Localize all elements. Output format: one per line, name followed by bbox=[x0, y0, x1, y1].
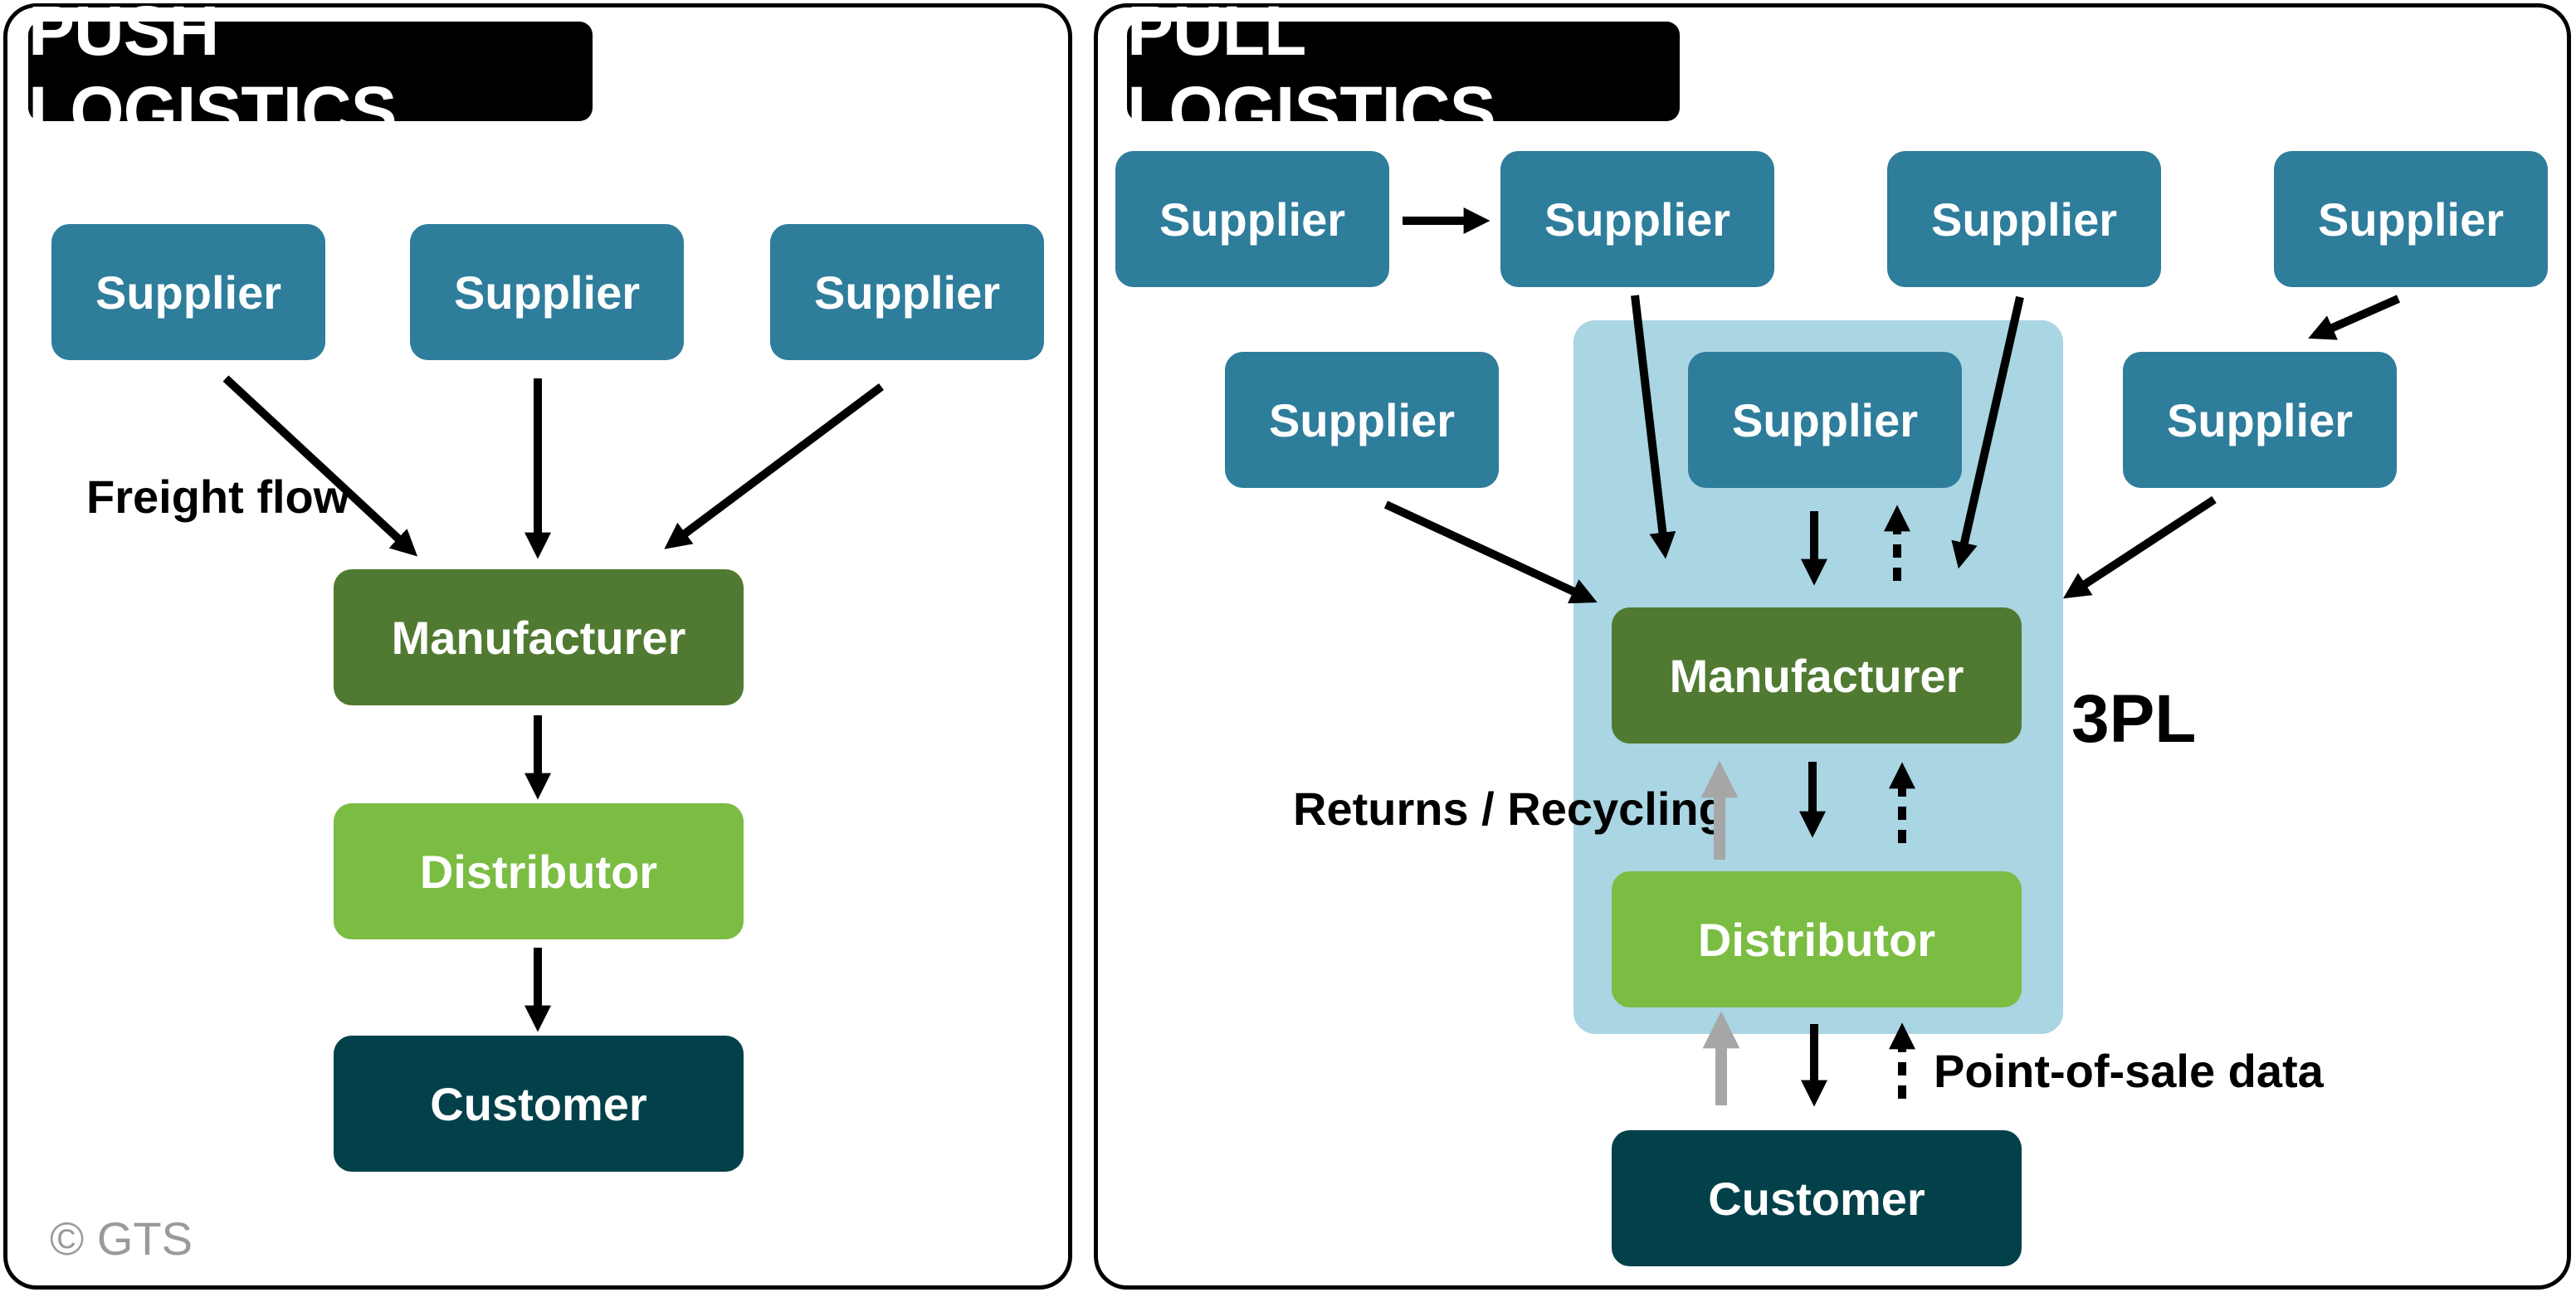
push-distributor: Distributor bbox=[334, 803, 744, 939]
push-arrow-supplier3-manufacturer bbox=[664, 383, 884, 549]
pull-arrow-supplier7-manufacturer bbox=[2062, 495, 2217, 599]
returns-recycling-label: Returns / Recycling bbox=[1293, 783, 1727, 835]
push-manufacturer: Manufacturer bbox=[334, 569, 744, 705]
pull-arrow-supplier4-supplier7 bbox=[2308, 295, 2401, 340]
pull-customer: Customer bbox=[1612, 1130, 2022, 1266]
point-of-sale-label: Point-of-sale data bbox=[1934, 1045, 2324, 1097]
pull-supplier-mid-3: Supplier bbox=[2123, 352, 2397, 488]
pull-manufacturer: Manufacturer bbox=[1612, 607, 2022, 744]
pull-arrow-supplier3-manufacturer bbox=[1951, 295, 2024, 569]
freight-flow-label: Freight flow bbox=[86, 471, 350, 523]
pull-arrow-supplier2-manufacturer bbox=[1631, 295, 1676, 559]
pull-supplier-mid-1: Supplier bbox=[1225, 352, 1499, 488]
push-supplier-1: Supplier bbox=[51, 224, 325, 360]
copyright-text: © GTS bbox=[50, 1212, 193, 1265]
pull-supplier-mid-2: Supplier bbox=[1688, 352, 1962, 488]
push-arrow-supplier1-manufacturer bbox=[222, 375, 418, 557]
pull-supplier-top-4: Supplier bbox=[2274, 151, 2548, 287]
pull-supplier-top-3: Supplier bbox=[1887, 151, 2161, 287]
pull-distributor: Distributor bbox=[1612, 871, 2022, 1007]
pull-supplier-top-2: Supplier bbox=[1500, 151, 1774, 287]
pull-supplier-top-1: Supplier bbox=[1115, 151, 1389, 287]
3pl-label: 3PL bbox=[2071, 681, 2197, 757]
pull-arrow-supplier5-manufacturer bbox=[1383, 500, 1598, 604]
push-supplier-2: Supplier bbox=[410, 224, 684, 360]
push-customer: Customer bbox=[334, 1036, 744, 1172]
push-supplier-3: Supplier bbox=[770, 224, 1044, 360]
